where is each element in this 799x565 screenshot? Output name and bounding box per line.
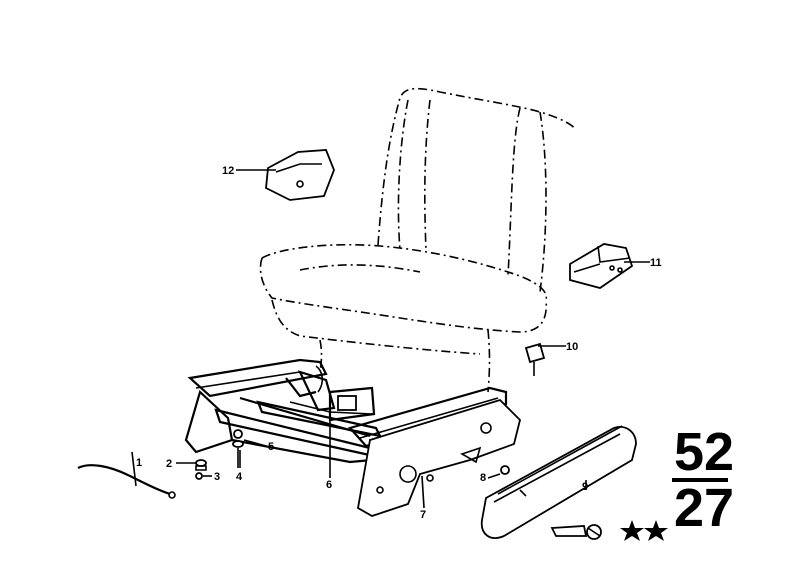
callout-4: 4 [236,471,243,483]
callout-5: 5 [268,441,274,453]
group-number-top: 52 [674,422,734,482]
part-cable [77,451,176,499]
star-icons [620,520,668,541]
callout-2: 2 [166,458,172,470]
callout-labels: 1 2 3 4 5 6 7 8 9 10 11 12 [136,165,662,521]
star-icon [644,520,668,541]
group-number-divider [672,478,728,482]
seat-outline [259,87,577,393]
part-bracket-11 [569,243,634,289]
callout-11: 11 [650,257,662,269]
callout-9: 9 [582,481,588,493]
callout-1: 1 [136,457,142,469]
group-number-bottom: 27 [674,478,734,538]
seat-frame [184,358,521,517]
callout-7: 7 [420,509,426,521]
part-knob [524,342,546,376]
callout-12: 12 [222,165,234,177]
group-number: 52 27 [672,422,734,538]
part-trim-cover [480,425,637,540]
callout-10: 10 [566,341,578,353]
callout-8: 8 [480,472,486,484]
star-icon [620,520,644,541]
leader-lines [176,169,650,509]
callout-6: 6 [326,479,332,491]
part-bracket-12 [265,149,335,201]
part-hardware [195,429,510,480]
callout-3: 3 [214,471,220,483]
